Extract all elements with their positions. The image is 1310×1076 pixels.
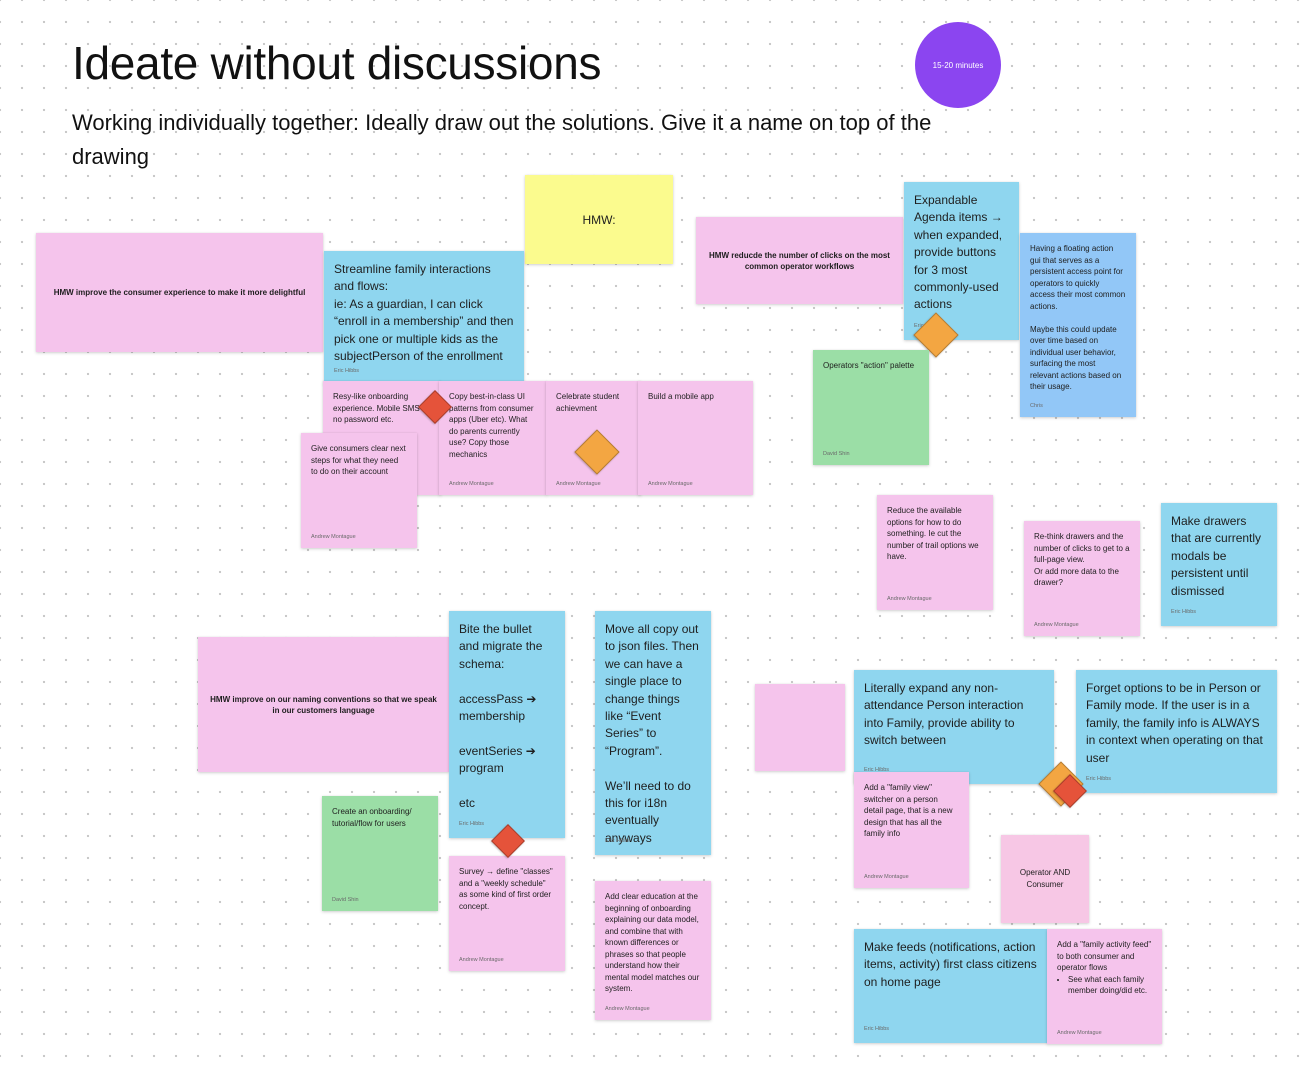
sticky-make-drawers[interactable]: Make drawers that are currently modals b…	[1161, 503, 1277, 626]
sticky-text: Copy best-in-class UI patterns from cons…	[449, 392, 536, 459]
sticky-author: David Shin	[332, 896, 359, 903]
sticky-hmw-naming[interactable]: HMW improve on our naming conventions so…	[198, 637, 449, 772]
sticky-author: Andrew Montague	[864, 873, 909, 880]
sticky-text: Streamline family interactions and flows…	[334, 262, 514, 364]
sticky-author: Eric Hibbs	[1171, 608, 1197, 615]
sticky-mobile-app[interactable]: Build a mobile app Andrew Montague	[638, 381, 753, 495]
sticky-floating-action[interactable]: Having a floating action gui that serves…	[1020, 233, 1136, 417]
sticky-literally-expand[interactable]: Literally expand any non-attendance Pers…	[854, 670, 1054, 784]
sticky-text: Bite the bullet and migrate the schema: …	[459, 622, 543, 811]
sticky-text: Re-think drawers and the number of click…	[1034, 532, 1130, 587]
sticky-empty[interactable]	[755, 684, 845, 771]
timer-label: 15-20 minutes	[932, 60, 984, 70]
sticky-rethink-drawers[interactable]: Re-think drawers and the number of click…	[1024, 521, 1140, 636]
sticky-survey[interactable]: Survey → define "classes" and a "weekly …	[449, 856, 565, 971]
sticky-author: Eric Hibbs	[605, 837, 631, 844]
sticky-text: Make drawers that are currently modals b…	[1171, 514, 1265, 598]
sticky-streamline[interactable]: Streamline family interactions and flows…	[324, 251, 524, 385]
sticky-bullet: See what each family member doing/did et…	[1068, 974, 1152, 997]
sticky-text: Make feeds (notifications, action items,…	[864, 940, 1041, 989]
sticky-hmw-delightful[interactable]: HMW improve the consumer experience to m…	[36, 233, 323, 352]
sticky-onboarding-tutorial[interactable]: Create an onboarding/ tutorial/flow for …	[322, 796, 438, 911]
sticky-text: Add a "family view" switcher on a person…	[864, 783, 955, 838]
sticky-forget-options[interactable]: Forget options to be in Person or Family…	[1076, 670, 1277, 793]
sticky-author: Andrew Montague	[1034, 621, 1079, 628]
sticky-author: Eric Hibbs	[1086, 775, 1112, 782]
sticky-text: HMW improve the consumer experience to m…	[53, 288, 306, 297]
sticky-text: Literally expand any non-attendance Pers…	[864, 681, 1027, 748]
sticky-text: Build a mobile app	[648, 392, 714, 401]
sticky-text: Give consumers clear next steps for what…	[311, 444, 408, 476]
sticky-author: Andrew Montague	[1057, 1029, 1102, 1036]
sticky-text: Add clear education at the beginning of …	[605, 892, 702, 993]
sticky-hmw[interactable]: HMW:	[525, 175, 673, 264]
sticky-action-palette[interactable]: Operators "action" palette David Shin	[813, 350, 929, 465]
sticky-text: Having a floating action gui that serves…	[1030, 244, 1126, 391]
sticky-text: Create an onboarding/ tutorial/flow for …	[332, 807, 414, 828]
sticky-author: Andrew Montague	[459, 956, 504, 963]
sticky-education[interactable]: Add clear education at the beginning of …	[595, 881, 711, 1020]
sticky-text: Expandable Agenda items → when expanded,…	[914, 193, 1007, 312]
sticky-author: Eric Hibbs	[334, 367, 360, 374]
sticky-text: Add a "family activity feed" to both con…	[1057, 940, 1154, 972]
sticky-json-copy[interactable]: Move all copy out to json files. Then we…	[595, 611, 711, 855]
sticky-author: Andrew Montague	[311, 533, 356, 540]
sticky-hmw-clicks[interactable]: HMW reducde the number of clicks on the …	[696, 217, 903, 304]
sticky-agenda[interactable]: Expandable Agenda items → when expanded,…	[904, 182, 1019, 340]
sticky-text: Resy-like onboarding experience. Mobile …	[333, 392, 430, 424]
sticky-author: Eric Hibbs	[864, 1025, 890, 1032]
sticky-next-steps[interactable]: Give consumers clear next steps for what…	[301, 433, 417, 548]
sticky-author: Andrew Montague	[449, 480, 494, 487]
sticky-family-view[interactable]: Add a "family view" switcher on a person…	[854, 772, 969, 888]
sticky-family-feed[interactable]: Add a "family activity feed" to both con…	[1047, 929, 1162, 1044]
sticky-text: HMW:	[582, 212, 616, 227]
sticky-bullet-list: See what each family member doing/did et…	[1057, 974, 1152, 997]
sticky-text: Operators "action" palette	[823, 361, 915, 370]
sticky-text: Reduce the available options for how to …	[887, 506, 981, 561]
sticky-reduce-options[interactable]: Reduce the available options for how to …	[877, 495, 993, 610]
board-subtitle: Working individually together: Ideally d…	[72, 110, 932, 169]
sticky-author: Andrew Montague	[556, 480, 601, 487]
sticky-copy-ui[interactable]: Copy best-in-class UI patterns from cons…	[439, 381, 547, 495]
sticky-feeds[interactable]: Make feeds (notifications, action items,…	[854, 929, 1048, 1043]
sticky-author: Eric Hibbs	[864, 766, 890, 773]
sticky-text: Survey → define "classes" and a "weekly …	[459, 867, 555, 911]
sticky-author: Andrew Montague	[605, 1005, 650, 1012]
sticky-text: HMW reducde the number of clicks on the …	[709, 250, 893, 271]
sticky-bite-bullet[interactable]: Bite the bullet and migrate the schema: …	[449, 611, 565, 838]
sticky-text: Celebrate student achievment	[556, 392, 622, 413]
sticky-author: David Shin	[823, 450, 850, 457]
sticky-text: Forget options to be in Person or Family…	[1086, 681, 1267, 765]
board-title: Ideate without discussions	[72, 37, 602, 89]
sticky-text: Move all copy out to json files. Then we…	[605, 622, 699, 845]
timer-badge[interactable]: 15-20 minutes	[915, 22, 1001, 108]
sticky-text: HMW improve on our naming conventions so…	[210, 694, 440, 715]
sticky-author: Eric Hibbs	[459, 820, 485, 827]
sticky-author: Chris	[1030, 402, 1043, 409]
sticky-celebrate[interactable]: Celebrate student achievment Andrew Mont…	[546, 381, 641, 495]
sticky-text: Operator AND Consumer	[1019, 868, 1073, 889]
sticky-author: Andrew Montague	[648, 480, 693, 487]
sticky-author: Andrew Montague	[887, 595, 932, 602]
sticky-operator-consumer[interactable]: Operator AND Consumer	[1001, 835, 1089, 923]
